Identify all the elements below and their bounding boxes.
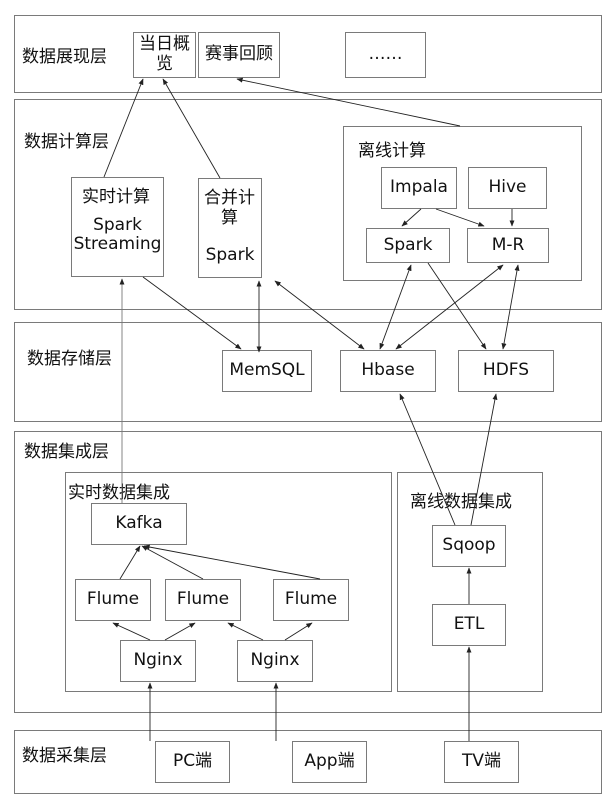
- computation-layer-label: 数据计算层: [24, 132, 109, 152]
- presentation-layer-label: 数据展现层: [22, 47, 107, 67]
- nginx-node-2: Nginx: [237, 640, 313, 682]
- flume-node-2: Flume: [165, 579, 241, 621]
- realtime-compute-engine-line2: Streaming: [73, 234, 162, 255]
- realtime-integration-group: [65, 472, 392, 692]
- memsql-node: MemSQL: [222, 350, 312, 392]
- collection-layer-label: 数据采集层: [22, 746, 107, 766]
- realtime-integration-title: 实时数据集成: [68, 483, 170, 503]
- pc-client-node: PC端: [155, 741, 230, 783]
- hive-node: Hive: [468, 167, 547, 209]
- hdfs-node: HDFS: [458, 350, 554, 392]
- realtime-compute-node: 实时计算 Spark Streaming: [71, 177, 164, 277]
- tv-client-node: TV端: [444, 741, 519, 783]
- hbase-node: Hbase: [340, 350, 436, 392]
- more-node: ……: [345, 32, 426, 78]
- sqoop-node: Sqoop: [432, 525, 506, 567]
- offline-integration-title: 离线数据集成: [410, 492, 512, 512]
- daily-overview-node: 当日概览: [133, 32, 196, 78]
- mapreduce-node: M-R: [467, 228, 549, 263]
- flume-node-1: Flume: [75, 579, 151, 621]
- merged-compute-engine: Spark: [205, 245, 255, 266]
- merged-compute-title: 合并计算: [204, 188, 255, 228]
- kafka-node: Kafka: [91, 503, 187, 545]
- offline-integration-group: [397, 472, 543, 692]
- etl-node: ETL: [432, 604, 506, 646]
- merged-compute-node: 合并计算 Spark: [198, 178, 262, 278]
- storage-layer-label: 数据存储层: [27, 349, 112, 369]
- offline-spark-node: Spark: [366, 228, 450, 263]
- realtime-compute-engine-line1: Spark: [93, 214, 142, 235]
- integration-layer-label: 数据集成层: [24, 442, 109, 462]
- match-review-node: 赛事回顾: [198, 32, 280, 78]
- impala-node: Impala: [381, 167, 457, 209]
- flume-node-3: Flume: [273, 579, 349, 621]
- app-client-node: App端: [292, 741, 367, 783]
- offline-compute-title: 离线计算: [358, 141, 426, 161]
- realtime-compute-title: 实时计算: [82, 187, 150, 207]
- nginx-node-1: Nginx: [120, 640, 196, 682]
